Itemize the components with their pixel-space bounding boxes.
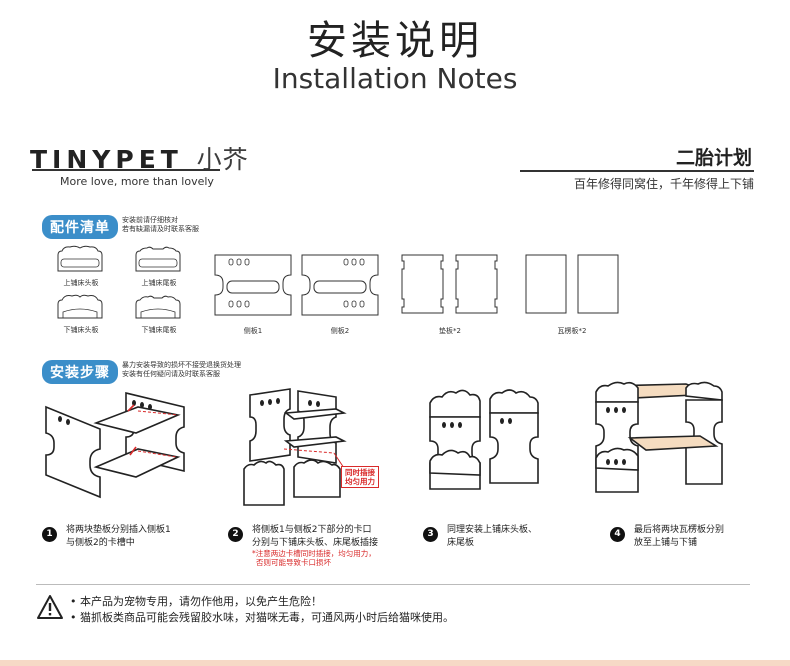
step-4-diagram xyxy=(595,381,723,493)
callout-line-1: 同时插接 xyxy=(345,468,375,477)
brand-logo: TINYPET 小芥 xyxy=(30,140,249,176)
product-divider xyxy=(520,170,754,172)
step-1-text-1: 将两块垫板分别插入侧板1 xyxy=(66,525,171,535)
step-3-text-1: 同理安装上铺床头板、 xyxy=(447,525,538,535)
corrugated-boards-diagram xyxy=(525,254,619,314)
step-2-number: 2 xyxy=(228,527,243,542)
lower-headboard-diagram xyxy=(57,294,103,319)
step-3-diagram xyxy=(429,389,539,490)
brand-tagline: More love, more than lovely xyxy=(60,175,214,188)
steps-note-2: 安装有任何疑问请及时联系客服 xyxy=(122,370,220,378)
parts-badge: 配件清单 xyxy=(42,215,118,239)
part-label-side-1: 侧板1 xyxy=(243,327,263,335)
part-label-corrugated: 瓦楞板*2 xyxy=(557,327,587,335)
step-4-number: 4 xyxy=(610,527,625,542)
part-label-pads: 垫板*2 xyxy=(439,327,461,335)
step-1-text-2: 与侧板2的卡槽中 xyxy=(66,538,135,548)
upper-headboard-diagram xyxy=(57,245,103,272)
step-4-text-1: 最后将两块瓦楞板分别 xyxy=(634,525,725,535)
parts-note-2: 若有缺漏请及时联系客服 xyxy=(122,225,199,233)
side-panel-2-diagram xyxy=(301,254,379,316)
step-2-diagram xyxy=(243,388,347,506)
part-label-side-2: 侧板2 xyxy=(330,327,350,335)
part-label-upper-foot: 上铺床尾板 xyxy=(141,279,177,287)
step-2-text-2: 分别与下铺床头板、床尾板插接 xyxy=(252,538,379,548)
bottom-strip xyxy=(0,660,790,666)
steps-note-1: 暴力安装导致的损坏不接受退换货处理 xyxy=(122,361,241,369)
pad-boards-diagram xyxy=(401,254,498,314)
lower-footboard-diagram xyxy=(135,295,181,319)
side-panel-1-diagram xyxy=(214,254,292,316)
warning-line-1: • 本产品为宠物专用，请勿作他用，以免产生危险！ xyxy=(70,595,322,608)
warning-line-2: • 猫抓板类商品可能会残留胶水味，对猫咪无毒，可通风两小时后给猫咪使用。 xyxy=(70,611,454,624)
page-subtitle: Installation Notes xyxy=(272,62,518,95)
step-4-text-2: 放至上铺与下铺 xyxy=(634,538,698,548)
step-2-text-1: 将侧板1与侧板2下部分的卡口 xyxy=(252,525,372,535)
section-divider xyxy=(36,584,750,585)
upper-footboard-diagram xyxy=(135,246,181,272)
parts-note-1: 安装前请仔细核对 xyxy=(122,216,178,224)
step-1-diagram xyxy=(45,391,185,499)
steps-badge: 安装步骤 xyxy=(42,360,118,384)
part-label-lower-foot: 下铺床尾板 xyxy=(141,326,177,334)
step-1-number: 1 xyxy=(42,527,57,542)
step-2-warning-2: 否则可能导致卡口损坏 xyxy=(256,558,331,567)
callout-line-2: 均匀用力 xyxy=(345,477,375,486)
part-label-upper-head: 上铺床头板 xyxy=(63,279,99,287)
brand-divider xyxy=(32,169,220,171)
callout-box: 同时插接 均匀用力 xyxy=(341,466,379,488)
page-title: 安装说明 xyxy=(307,18,483,64)
step-3-text-2: 床尾板 xyxy=(447,538,475,548)
warning-icon xyxy=(37,595,63,619)
product-title: 二胎计划 xyxy=(675,147,752,169)
step-3-number: 3 xyxy=(423,527,438,542)
step-2-warning-1: *注意两边卡槽同时插接，均匀用力， xyxy=(252,549,376,558)
part-label-lower-head: 下铺床头板 xyxy=(63,326,99,334)
product-subtitle: 百年修得同窝住，千年修得上下铺 xyxy=(573,177,754,191)
